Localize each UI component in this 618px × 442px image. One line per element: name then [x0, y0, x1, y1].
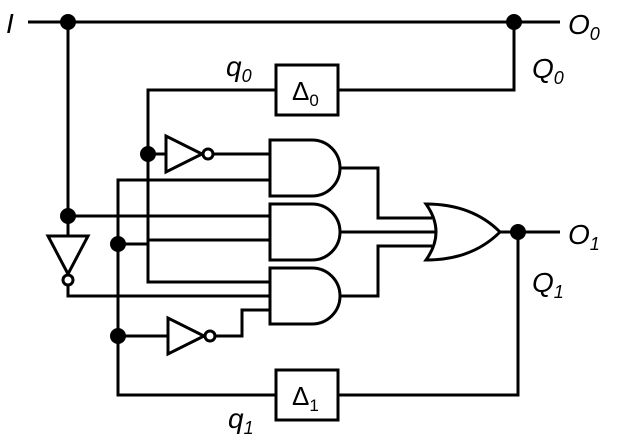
- and-gate-bottom: [268, 266, 342, 326]
- and-gate-middle: [268, 202, 342, 262]
- delta1-label: Δ1: [292, 381, 319, 415]
- q0-feedback-wire: [338, 22, 516, 92]
- delay-element-delta1: Δ1: [274, 368, 340, 422]
- junction-dot: [110, 328, 126, 344]
- and-gate-top: [268, 138, 342, 198]
- and-to-or-wires: [340, 166, 438, 298]
- junction-dot: [510, 224, 526, 240]
- delay-element-delta0: Δ0: [274, 63, 340, 117]
- or-gate: [423, 202, 503, 262]
- output-o1-label: O1: [568, 219, 600, 254]
- state-q0-upper-label: Q0: [532, 53, 564, 88]
- state-q0-lower-label: q0: [226, 51, 252, 86]
- q0-wire: [146, 88, 276, 284]
- output-o0-label: O0: [568, 9, 600, 44]
- junction-dot: [140, 146, 156, 162]
- junction-dots: [60, 14, 526, 344]
- input-i-label: I: [6, 8, 14, 39]
- q1-feedback-wire: [338, 232, 520, 397]
- inverter-i: [45, 234, 270, 298]
- junction-dot: [110, 236, 126, 252]
- state-q1-upper-label: Q1: [532, 267, 564, 302]
- inverter-q1: [166, 315, 208, 357]
- state-q1-lower-label: q1: [228, 403, 254, 438]
- junction-dot: [506, 14, 522, 30]
- junction-dot: [60, 14, 76, 30]
- junction-dot: [60, 208, 76, 224]
- q0-inverter-branch: [148, 133, 270, 175]
- inverter-q0: [164, 133, 206, 175]
- delta0-label: Δ0: [292, 76, 319, 110]
- q1-inverter-branch: [118, 308, 270, 357]
- q1-wire: [116, 178, 276, 397]
